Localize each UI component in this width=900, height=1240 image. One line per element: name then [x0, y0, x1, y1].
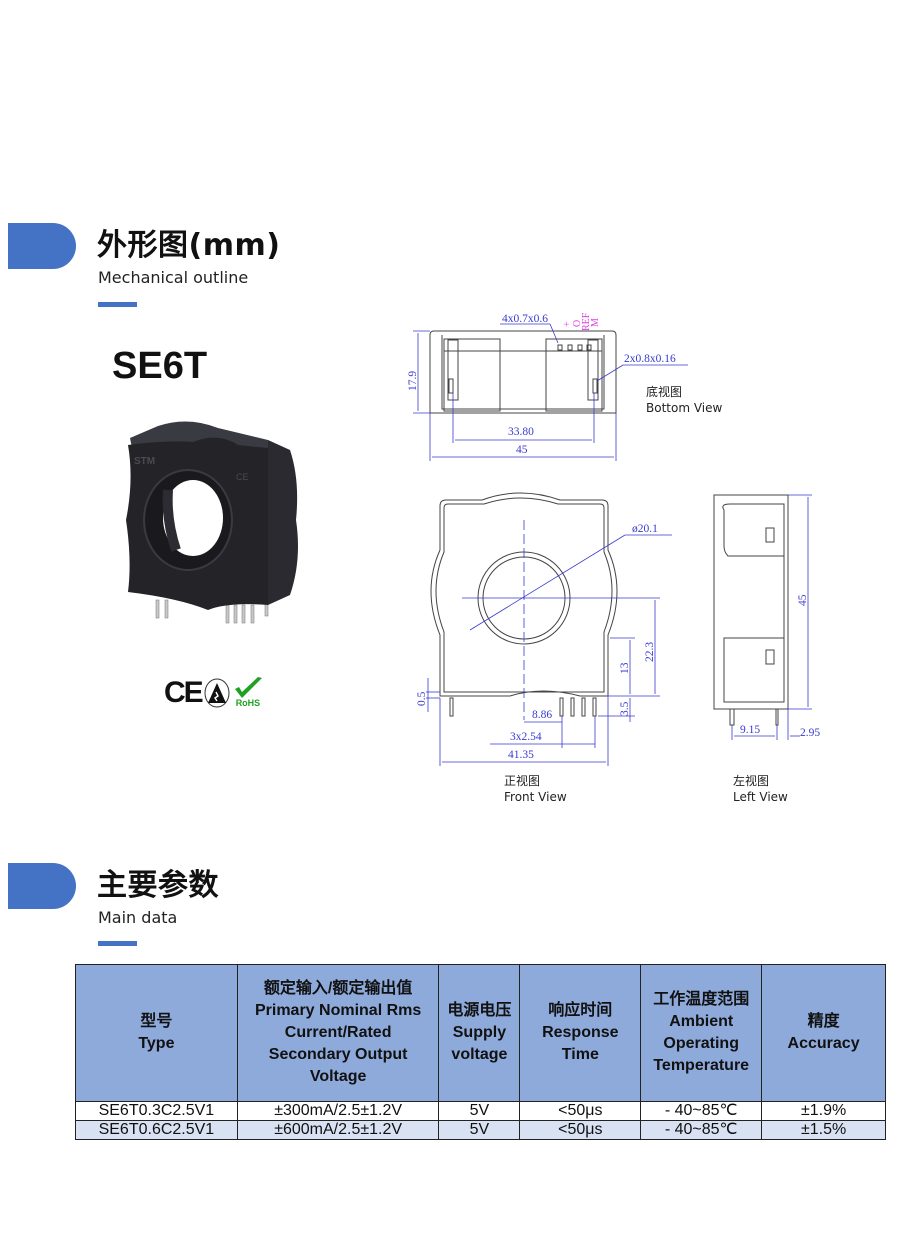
product-image: STM CE — [126, 421, 298, 624]
table-row: SE6T0.3C2.5V1 ±300mA/2.5±1.2V 5V <50μs -… — [75, 1101, 886, 1121]
cell-supply-voltage: 5V — [438, 1120, 521, 1140]
pin-label-plus: + — [562, 321, 573, 327]
cell-response-time: <50μs — [519, 1120, 642, 1140]
dim-standoff: 0.5 — [416, 691, 428, 706]
front-view-caption: 正视图 Front View — [504, 774, 567, 804]
section-underline-data — [98, 941, 137, 946]
rohs-icon: RoHS — [232, 676, 266, 710]
section-marker-data — [8, 863, 76, 909]
stm-mark: STM — [134, 456, 155, 467]
cell-primary-nominal: ±600mA/2.5±1.2V — [236, 1120, 440, 1140]
front-view-drawing: ø20.1 22.3 13 3.5 0.5 8.86 3x2.54 41.35 — [416, 492, 672, 766]
section-title-data: 主要参数 — [97, 868, 219, 903]
cell-supply-voltage: 5V — [438, 1101, 521, 1121]
certification-marks: CE RoHS — [164, 676, 266, 710]
dim-pin-pitch: 3x2.54 — [510, 731, 542, 743]
product-name: SE6T — [112, 345, 208, 387]
dim-pin-offset-left: 2.95 — [800, 727, 820, 739]
bottom-view-drawing: 17.9 33.80 45 4x0.7x0.6 2x0.8x0.16 + O R… — [407, 312, 688, 461]
section-underline-outline — [98, 302, 137, 307]
cell-type: SE6T0.3C2.5V1 — [75, 1101, 238, 1121]
cell-accuracy: ±1.9% — [761, 1101, 886, 1121]
cell-temperature: - 40~85℃ — [640, 1101, 763, 1121]
table-row: SE6T0.6C2.5V1 ±600mA/2.5±1.2V 5V <50μs -… — [75, 1120, 886, 1140]
cell-primary-nominal: ±300mA/2.5±1.2V — [236, 1101, 440, 1121]
section-subtitle-outline: Mechanical outline — [98, 268, 249, 287]
dim-pin-spacing-bottom: 33.80 — [508, 426, 534, 438]
dim-pins-mount: 2x0.8x0.16 — [624, 353, 676, 365]
dim-pin-height: 13 — [619, 662, 631, 674]
dim-width-bottom: 45 — [516, 444, 528, 456]
esd-warning-icon — [204, 678, 230, 708]
dim-center-height: 22.3 — [644, 642, 656, 662]
dim-pin-spacing-left: 9.15 — [740, 724, 760, 736]
left-view-drawing: 45 9.15 2.95 — [713, 494, 820, 740]
pin-label-o: O — [572, 320, 583, 327]
cell-response-time: <50μs — [519, 1101, 642, 1121]
bottom-view-caption: 底视图 Bottom View — [646, 385, 723, 415]
ce-certification-icon: CE — [164, 676, 204, 709]
dim-hole-diameter: ø20.1 — [632, 523, 658, 535]
dim-height-left: 45 — [797, 594, 809, 606]
dim-width-front: 41.35 — [508, 749, 534, 761]
cell-temperature: - 40~85℃ — [640, 1120, 763, 1140]
dim-pin-length: 3.5 — [619, 701, 631, 716]
pin-label-m: M — [590, 318, 601, 327]
ce-mark: CE — [236, 472, 249, 482]
section-subtitle-data: Main data — [98, 908, 178, 927]
cell-type: SE6T0.6C2.5V1 — [75, 1120, 238, 1140]
cell-accuracy: ±1.5% — [761, 1120, 886, 1140]
dim-height-bottom: 17.9 — [407, 371, 419, 391]
section-title-outline: 外形图(mm) — [97, 228, 281, 263]
dim-pins-main: 4x0.7x0.6 — [502, 313, 548, 325]
dim-pin-offset: 8.86 — [532, 709, 552, 721]
section-marker-outline — [8, 223, 76, 269]
left-view-caption: 左视图 Left View — [733, 774, 788, 804]
pin-label-ref: REF — [581, 312, 592, 331]
